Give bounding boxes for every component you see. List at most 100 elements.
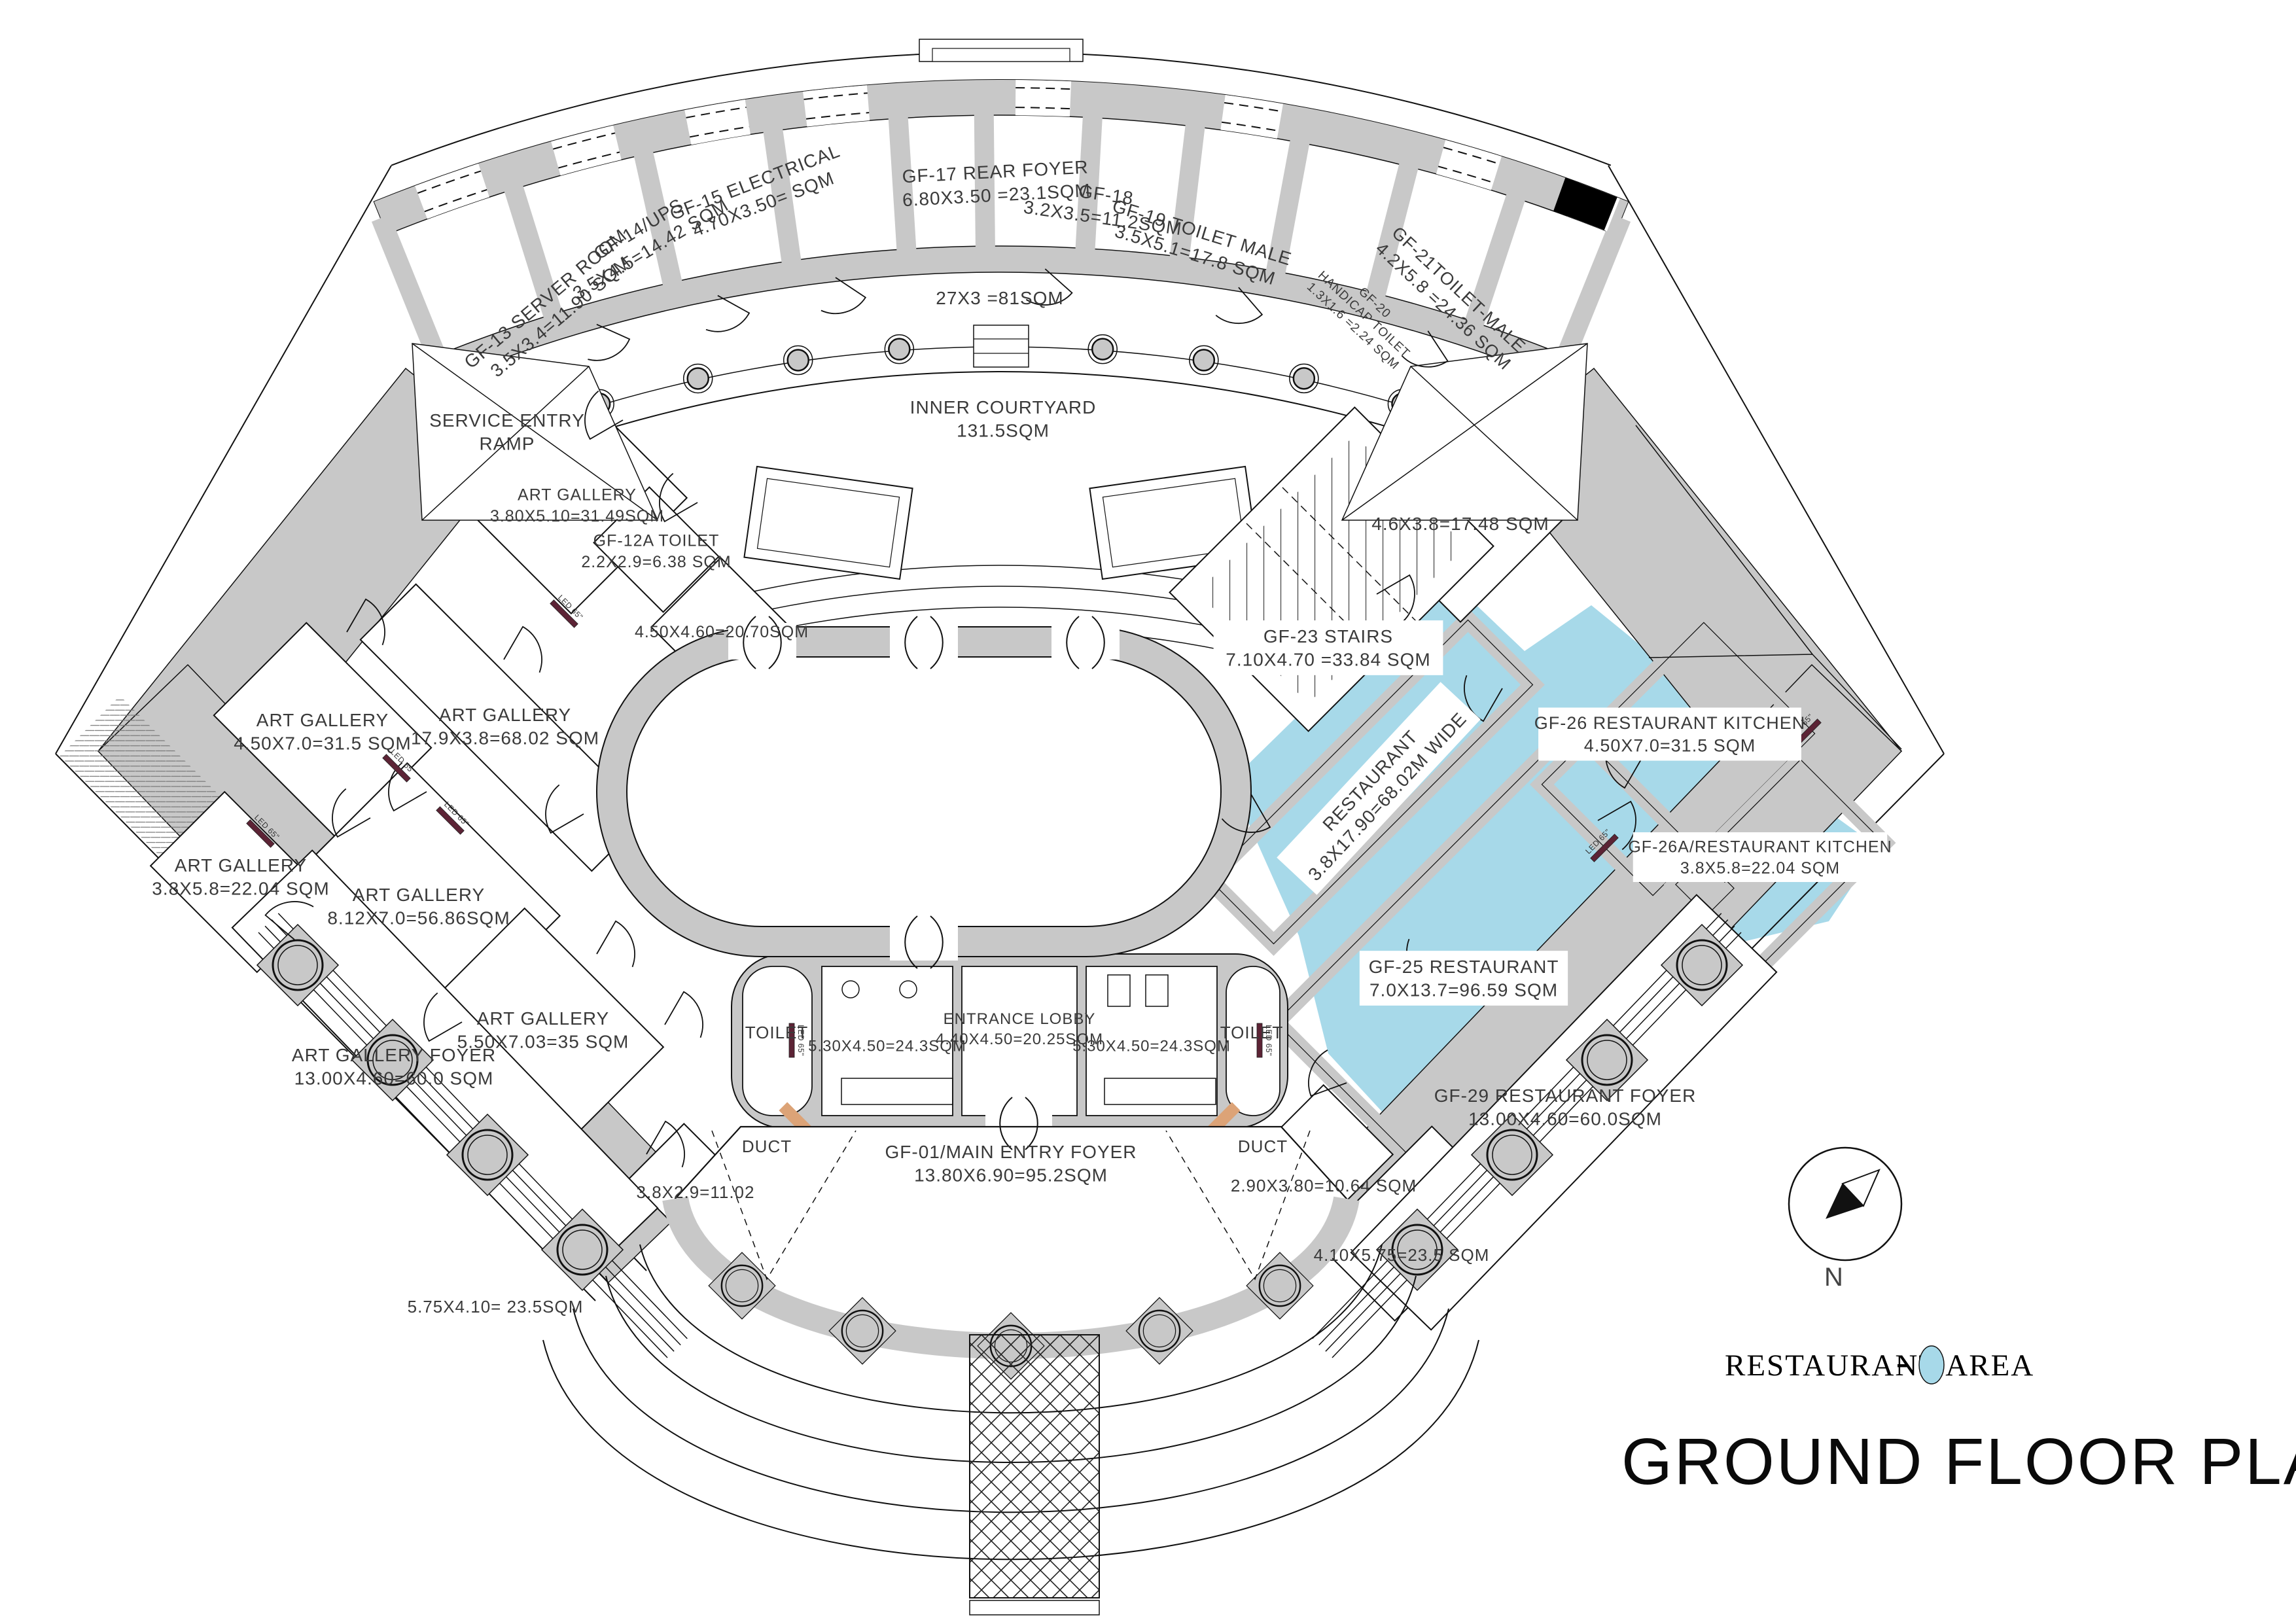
door-swing-arc	[1464, 675, 1503, 722]
room-label-text: 3.8X2.9=11.02	[637, 1182, 755, 1202]
column-ring	[884, 334, 915, 364]
room-label-text: ART GALLERY	[256, 710, 389, 730]
door-swing-arc	[1221, 794, 1271, 833]
room-label-gf01-main-entry-foyer: GF-01/MAIN ENTRY FOYER 13.80X6.90=95.2SQM	[885, 1142, 1137, 1186]
room-label-text: INNER COURTYARD	[910, 397, 1097, 417]
room-label-text: ART GALLERY	[477, 1008, 609, 1029]
door-swing-arc	[646, 1120, 685, 1168]
door-swing-arc	[1025, 268, 1073, 306]
radial-wall	[974, 97, 996, 260]
window-dashed-line	[804, 92, 868, 100]
window-dashed-line	[805, 112, 870, 120]
column-ring	[1189, 345, 1219, 376]
room-label-text: DUCT	[1238, 1137, 1288, 1156]
column-ring	[783, 345, 813, 376]
room-label-text: ART GALLERY	[439, 705, 571, 725]
room-label-text: GF-01/MAIN ENTRY FOYER	[885, 1142, 1137, 1162]
door-swing-arc	[264, 901, 314, 940]
window-gap	[551, 125, 622, 176]
plan-geometry: LED 65"LED 65"LED 65"LED 65"LED 65"LED 6…	[55, 39, 1945, 1615]
door-swing-arc	[423, 992, 463, 1042]
room-label-room-17-48: 4.6X3.8=17.48 SQM	[1371, 514, 1549, 534]
room-label-text: 8.12X7.0=56.86SQM	[327, 908, 510, 928]
door-swing-arc	[1597, 800, 1636, 851]
room-label-text: 131.5SQM	[957, 421, 1050, 441]
column	[686, 367, 709, 390]
double-door	[904, 616, 944, 669]
room-label-cloak-left: 5.30X4.50=24.3SQM	[808, 1037, 966, 1055]
door-gap	[1051, 623, 1120, 660]
window-dashed-line	[690, 126, 750, 138]
entry-walkway-hatched	[969, 1334, 1100, 1598]
door-swing-arc	[705, 294, 751, 332]
room-label-text: 17.9X3.8=68.02 SQM	[411, 728, 599, 749]
door-swing-arc	[596, 920, 635, 968]
window-gap	[415, 163, 489, 219]
room-label-text: 5.30X4.50=24.3SQM	[1072, 1037, 1231, 1055]
room-label-text: SERVICE ENTRY	[429, 410, 585, 431]
room	[1350, 894, 1778, 1331]
window-dashed-line	[553, 132, 616, 150]
room-label-text: 4.50X4.60=20.70SQM	[635, 623, 809, 641]
entry-walkway-step	[969, 1600, 1100, 1615]
led-screen-marker: LED 65"	[1256, 1023, 1273, 1058]
room-label-text: 2.90X3.80=10.64 SQM	[1231, 1176, 1417, 1195]
room-label-text: GF-25 RESTAURANT	[1369, 957, 1559, 977]
roof-bump-inner	[932, 48, 1070, 62]
led-label: LED 65"	[796, 1025, 805, 1056]
room-label-inner-courtyard: INNER COURTYARD 131.5SQM	[910, 397, 1097, 441]
wall-edge-arc	[446, 272, 1557, 381]
restaurant-room-walls	[1197, 608, 1545, 956]
double-door	[999, 1097, 1038, 1150]
room-label-text: 3.80X5.10=31.49SQM	[490, 507, 664, 525]
room-label-text: 4.6X3.8=17.48 SQM	[1371, 514, 1549, 534]
duct-dashed-outline	[711, 1130, 857, 1280]
radial-wall	[1074, 99, 1104, 262]
room-label-text: GF-26 RESTAURANT KITCHEN	[1534, 713, 1806, 733]
solid-wall-segment	[1553, 177, 1617, 230]
radial-wall	[1263, 123, 1313, 286]
room-label-text: RAMP	[480, 434, 535, 454]
door-swing-arc	[659, 472, 698, 523]
room-label-text: 5.30X4.50=24.3SQM	[808, 1037, 966, 1055]
room-label-text: 5.75X4.10= 23.5SQM	[408, 1297, 584, 1316]
pedestal-column	[1565, 1018, 1649, 1102]
led-label: LED 65"	[1264, 1025, 1273, 1056]
room-label-text: 2.2X2.9=6.38 SQM	[581, 553, 731, 571]
pedestal-column	[540, 1208, 624, 1292]
radial-wall	[760, 112, 803, 275]
door-swing-arc	[503, 626, 542, 673]
radial-wall	[371, 214, 451, 372]
column	[786, 349, 809, 372]
room-label-text: ART GALLERY	[175, 855, 307, 875]
wall-edge-arc	[387, 115, 1616, 235]
room-label-text: 13.80X6.90=95.2SQM	[914, 1165, 1108, 1186]
pedestal-column	[828, 1297, 896, 1365]
room-label-text: 3.8X5.8=22.04 SQM	[1680, 859, 1840, 877]
window-gap	[803, 85, 870, 127]
door-swing-arc	[1401, 330, 1449, 368]
pedestal-column	[1470, 1113, 1554, 1197]
room-label-service-entry-ramp: SERVICE ENTRY RAMP	[429, 410, 585, 454]
window-dashed-line	[1015, 107, 1070, 110]
wc-fixture	[1107, 974, 1131, 1007]
room-label-text: ENTRANCE LOBBY	[944, 1010, 1096, 1028]
door-swing-arc	[346, 598, 385, 646]
service-entry-ramp-shape	[412, 343, 659, 521]
room-label-art-gallery-68-02: ART GALLERY 17.9X3.8=68.02 SQM	[411, 705, 599, 749]
column-ring	[1289, 363, 1319, 394]
sofa	[1104, 1078, 1216, 1105]
hall-interior	[626, 656, 1222, 927]
lobby-room	[742, 966, 813, 1116]
corner-fan-lines	[1635, 425, 1902, 750]
wc-fixture	[1145, 974, 1169, 1007]
